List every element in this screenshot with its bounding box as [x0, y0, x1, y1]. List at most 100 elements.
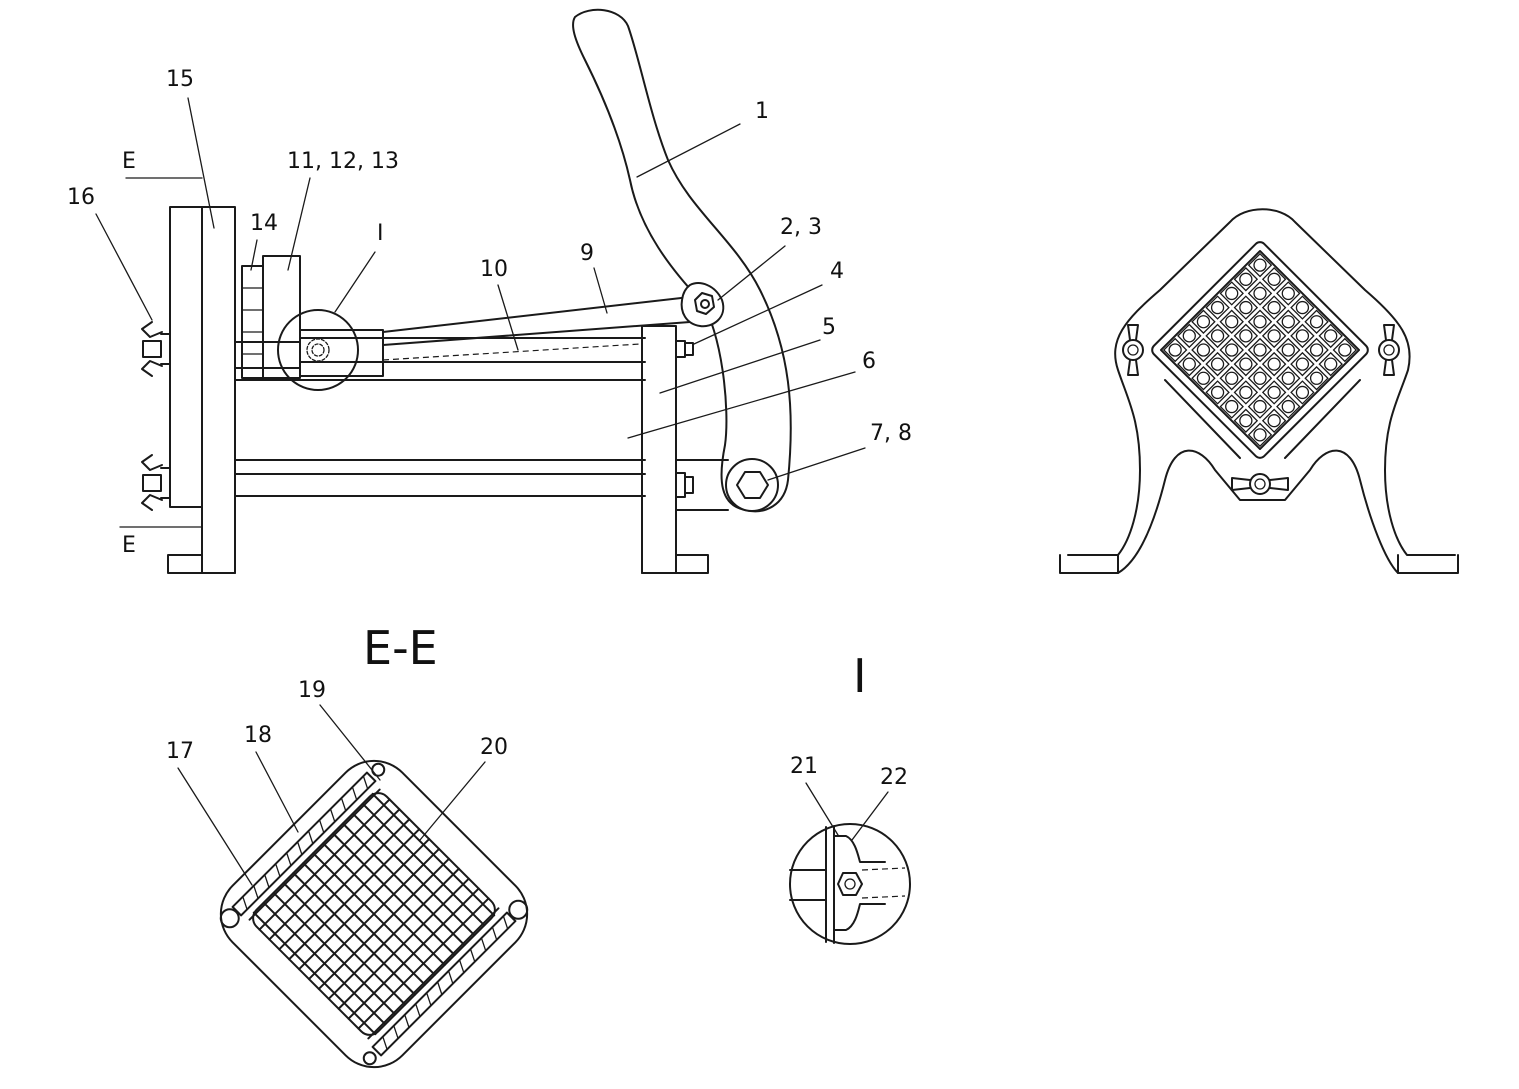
- blade-wire: [262, 901, 387, 1026]
- frame-tooth: [318, 819, 325, 834]
- blade-hole: [1309, 343, 1324, 357]
- blade-wire: [272, 891, 397, 1016]
- blade-cell: [1318, 351, 1343, 377]
- blade-cell: [1261, 323, 1287, 349]
- blade-hole: [1267, 414, 1281, 428]
- label-1: 1: [755, 99, 769, 124]
- label-14: 14: [250, 211, 278, 236]
- blade-hole: [1239, 329, 1253, 343]
- frame-tooth: [329, 808, 336, 823]
- frame-tooth: [340, 797, 347, 812]
- blade-hole: [1281, 371, 1295, 385]
- blade-hole: [1196, 315, 1211, 329]
- blade-cell: [1247, 366, 1273, 391]
- blade-cell: [1290, 323, 1315, 349]
- blade-cell: [1177, 323, 1202, 349]
- blade-cell: [1276, 337, 1301, 363]
- wing-nut-bottom: [1231, 473, 1289, 495]
- label-2-3: 2, 3: [780, 215, 822, 240]
- label-10: 10: [480, 257, 508, 282]
- blade-cell: [1261, 295, 1287, 320]
- right-upright: [641, 325, 677, 574]
- side-view: 15 E E 16 11, 12, 13 14 I 10 9 1 2, 3 4 …: [67, 8, 912, 574]
- leader-lines: [95, 97, 866, 481]
- frame-tooth: [458, 959, 465, 974]
- blade-hole: [1239, 385, 1253, 400]
- blade-cell: [1162, 337, 1188, 363]
- blade-hole: [1253, 315, 1267, 329]
- label-22: 22: [880, 765, 908, 790]
- blade-wire: [337, 877, 470, 1010]
- frame-tooth: [436, 981, 443, 996]
- mount-hole-a: [219, 908, 240, 929]
- detail-circle: [789, 823, 911, 945]
- blade-hole: [1225, 286, 1239, 301]
- blade-cell: [1191, 366, 1216, 391]
- blade-cell: [1191, 309, 1216, 334]
- blade-hole: [1210, 385, 1225, 400]
- blade-cell: [1247, 309, 1273, 334]
- blade-cell: [1304, 366, 1329, 391]
- blade-hole: [1253, 399, 1267, 414]
- blade-cell: [1247, 252, 1273, 278]
- lever-handle: [572, 8, 792, 513]
- left-frame: [167, 206, 236, 574]
- blade-hole: [1253, 258, 1267, 272]
- blade-cell: [1205, 380, 1230, 405]
- wing-nut-upper: [141, 321, 171, 377]
- label-19: 19: [298, 678, 326, 703]
- blade-wire: [292, 871, 417, 996]
- blade-cell: [1219, 394, 1244, 419]
- frame-tooth: [502, 915, 509, 930]
- label-5: 5: [822, 315, 836, 340]
- pusher-assembly: [241, 255, 301, 379]
- frame-tooth: [253, 885, 259, 900]
- blade-hole: [1295, 329, 1310, 343]
- blade-cell: [1247, 422, 1273, 448]
- blade-cell: [1219, 281, 1244, 306]
- blade-cell: [1233, 380, 1259, 405]
- detail-circle-I: [277, 309, 359, 391]
- blade-hole: [1225, 343, 1239, 357]
- frame-foot-right: [641, 554, 709, 574]
- frame-tooth: [275, 863, 281, 878]
- blade-hole: [1196, 343, 1211, 357]
- blade-hole: [1225, 399, 1239, 414]
- label-11-12-13: 11, 12, 13: [287, 149, 399, 174]
- blade-cell: [1247, 394, 1273, 419]
- frame-upright: [201, 206, 236, 574]
- guide-rods: [234, 337, 646, 497]
- blade-cell: [1290, 295, 1315, 320]
- blade-hole: [1295, 385, 1310, 400]
- blade-cell: [1290, 380, 1315, 405]
- blade-cell: [1261, 351, 1287, 377]
- blade-hole: [1295, 357, 1310, 371]
- blade-wire: [252, 911, 377, 1036]
- blade-hole: [1267, 357, 1281, 371]
- blade-cell: [1276, 281, 1301, 306]
- blade-wire: [327, 867, 460, 1000]
- pusher-teeth: [241, 265, 264, 379]
- detail-view: 21 22: [789, 754, 911, 945]
- blade-wire: [367, 907, 500, 1040]
- connecting-rod: [382, 296, 691, 346]
- frame-tooth: [382, 1036, 388, 1051]
- frame-tooth: [447, 970, 454, 985]
- label-6: 6: [862, 349, 876, 374]
- blade-cell: [1205, 351, 1230, 377]
- frame-tooth: [469, 948, 476, 963]
- blade-cell: [1261, 267, 1287, 292]
- blade-cell: [1219, 309, 1244, 334]
- label-4: 4: [830, 259, 844, 284]
- blade-cell: [1304, 309, 1329, 334]
- blade-hole: [1210, 329, 1225, 343]
- pusher-block: [262, 255, 301, 379]
- blade-hole: [1239, 300, 1253, 315]
- blade-hole: [1281, 286, 1295, 301]
- label-15: 15: [166, 67, 194, 92]
- blade-hole: [1253, 286, 1267, 301]
- blade-cell: [1276, 309, 1301, 334]
- blade-plate: [219, 759, 529, 1069]
- wing-nut-lower: [141, 454, 171, 511]
- detail-title: I: [853, 649, 867, 703]
